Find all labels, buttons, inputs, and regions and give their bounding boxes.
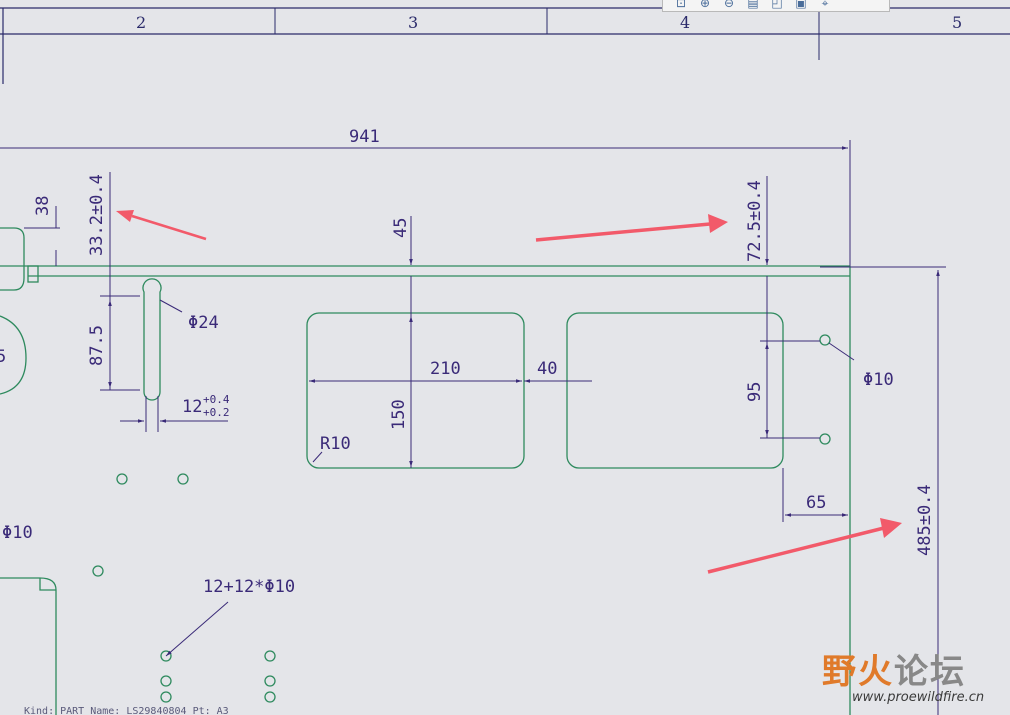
dim-150: 150 <box>389 399 409 430</box>
dim-210: 210 <box>430 359 461 379</box>
zone-label-4: 4 <box>680 13 690 32</box>
part-geometry <box>0 227 851 715</box>
view-toolbar: ⊡ ⊕ ⊖ ▤ ◰ ▣ ⌖ <box>662 0 890 12</box>
dim-87-5: 87.5 <box>87 325 107 366</box>
watermark-logo-text: 野火论坛 <box>822 644 966 693</box>
dim-phi24: Φ24 <box>188 313 219 333</box>
title-block-text: Kind: PART Name: LS29840804 Pt: A3 <box>24 706 229 715</box>
dim-72-5: 72.5±0.4 <box>745 180 765 262</box>
dim-40: 40 <box>537 359 557 379</box>
watermark-cn-second: 论坛 <box>894 652 966 692</box>
zoom-fit-icon[interactable]: ⊡ <box>675 0 687 10</box>
slot-right <box>566 312 784 469</box>
zoom-out-icon[interactable]: ⊖ <box>723 0 735 10</box>
zone-label-3: 3 <box>408 13 418 32</box>
dimension-text: 941 38 33.2±0.4 45 72.5±0.4 Φ24 87.5 12 … <box>0 127 935 597</box>
dim-5-partial: 5 <box>0 347 6 367</box>
dim-33-2: 33.2±0.4 <box>87 174 107 256</box>
dim-485: 485±0.4 <box>915 484 935 556</box>
dim-phi10-left: Φ10 <box>2 523 33 543</box>
dim-12: 12 <box>182 397 202 417</box>
dim-95: 95 <box>745 382 765 402</box>
dim-12-tol-upper: +0.4 <box>203 393 230 406</box>
dim-12-tol-lower: +0.2 <box>203 406 230 419</box>
annotation-arrow-left <box>116 210 207 241</box>
dim-45: 45 <box>391 218 411 238</box>
dim-r10: R10 <box>320 434 351 454</box>
watermark-url: www.proewildfire.cn <box>852 690 985 705</box>
repaint-icon[interactable]: ▤ <box>747 0 759 10</box>
zone-label-5: 5 <box>952 13 962 32</box>
view-icon[interactable]: ◰ <box>771 0 783 10</box>
saved-views-icon[interactable]: ▣ <box>795 0 807 10</box>
annotation-arrow-top-right <box>535 214 728 242</box>
orient-icon[interactable]: ⌖ <box>821 0 829 10</box>
note-holes: 12+12*Φ10 <box>203 577 295 597</box>
annotation-arrow-bottom-right <box>707 518 902 574</box>
dimension-lines <box>0 140 946 715</box>
slot-left <box>306 312 525 469</box>
watermark: 野火论坛 www.proewildfire.cn <box>822 632 1008 712</box>
drawing-border: 2 3 4 5 <box>0 7 1010 84</box>
dim-38: 38 <box>33 196 53 216</box>
zoom-in-icon[interactable]: ⊕ <box>699 0 711 10</box>
annotation-arrows <box>116 210 902 574</box>
watermark-cn-first: 野火 <box>822 652 894 692</box>
zone-label-2: 2 <box>136 13 146 32</box>
dim-941: 941 <box>349 127 380 147</box>
dim-phi10-right: Φ10 <box>863 370 894 390</box>
dim-65: 65 <box>806 493 826 513</box>
